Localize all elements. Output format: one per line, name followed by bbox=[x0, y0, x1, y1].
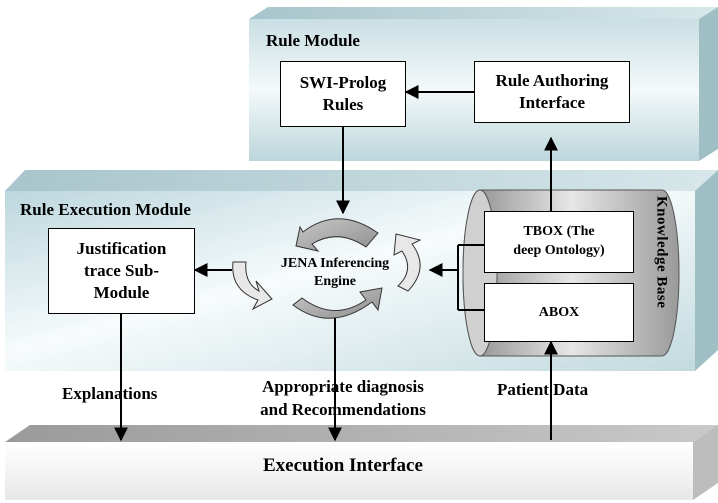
justification-trace-submodule-box: Justification trace Sub- Module bbox=[48, 228, 195, 314]
flow-arrows bbox=[114, 85, 558, 442]
rule-authoring-line2: Interface bbox=[518, 93, 586, 112]
rule-authoring-line1: Rule Authoring bbox=[495, 70, 609, 90]
explanations-label: Explanations bbox=[62, 384, 158, 403]
execution-interface-title: Execution Interface bbox=[263, 455, 423, 476]
rule-module-title: Rule Module bbox=[266, 31, 360, 50]
justification-line3: Module bbox=[93, 283, 150, 303]
swi-prolog-rules-box: SWI-Prolog Rules bbox=[280, 61, 406, 127]
engine-line1: JENA Inferencing bbox=[280, 256, 390, 271]
diagnosis-line1: Appropriate diagnosis bbox=[262, 377, 424, 396]
diagnosis-label: Appropriate diagnosis and Recommendation… bbox=[243, 376, 443, 422]
abox-box: ABOX bbox=[484, 283, 634, 342]
rule-authoring-interface-box: Rule Authoring Interface bbox=[474, 61, 630, 123]
execution-interface-slab bbox=[5, 425, 718, 500]
swi-prolog-line2: Rules bbox=[322, 95, 364, 114]
tbox-line1: TBOX (The bbox=[523, 224, 595, 240]
inference-cycle-arrows bbox=[232, 218, 422, 319]
patient-data-label: Patient Data bbox=[497, 380, 589, 399]
justification-line2: trace Sub- bbox=[83, 260, 160, 280]
justification-line1: Justification bbox=[76, 238, 167, 258]
rule-execution-module-title: Rule Execution Module bbox=[20, 200, 191, 219]
diagnosis-line2: and Recommendations bbox=[260, 399, 426, 419]
jena-inferencing-engine-label: JENA Inferencing Engine bbox=[260, 255, 410, 291]
swi-prolog-line1: SWI-Prolog bbox=[299, 72, 387, 92]
abox-label: ABOX bbox=[538, 304, 580, 320]
engine-line2: Engine bbox=[313, 274, 356, 290]
tbox-line2: deep Ontology) bbox=[513, 243, 605, 258]
tbox-box: TBOX (The deep Ontology) bbox=[484, 211, 634, 273]
knowledge-base-title: Knowledge Base bbox=[653, 196, 670, 309]
